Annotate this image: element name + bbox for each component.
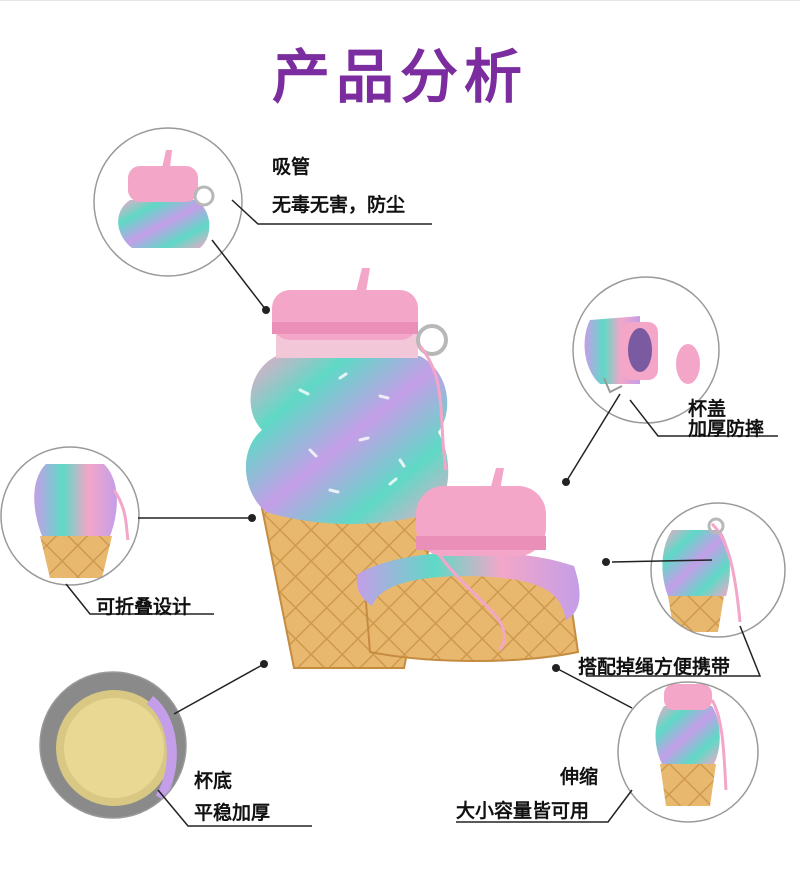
feature-lid-desc: 加厚防摔 <box>688 418 765 440</box>
folded-bottle <box>356 468 580 662</box>
callout-lid-circle <box>572 276 720 424</box>
feature-straw-desc: 无毒无害，防尘 <box>272 194 406 216</box>
callout-telescopic-circle <box>617 681 759 823</box>
main-bottle <box>245 268 449 669</box>
feature-foldable-name: 可折叠设计 <box>96 596 192 618</box>
callout-foldable-circle <box>0 446 140 586</box>
callout-lanyard-circle <box>650 502 786 638</box>
feature-base-desc: 平稳加厚 <box>194 802 271 824</box>
feature-lid-name: 杯盖 <box>688 398 727 420</box>
feature-telescopic-desc: 大小容量皆可用 <box>456 800 590 822</box>
callout-straw-circle <box>93 127 243 277</box>
feature-straw-name: 吸管 <box>272 156 311 178</box>
leader-lines <box>65 199 778 827</box>
feature-lanyard-name: 搭配掉绳方便携带 <box>578 656 731 678</box>
feature-base-name: 杯底 <box>194 770 233 792</box>
feature-telescopic-name: 伸缩 <box>560 766 599 788</box>
leader-dots <box>248 306 610 672</box>
page-title: 产品分析 <box>271 43 528 111</box>
callout-base-circle <box>39 671 187 819</box>
top-rule <box>0 0 800 1</box>
